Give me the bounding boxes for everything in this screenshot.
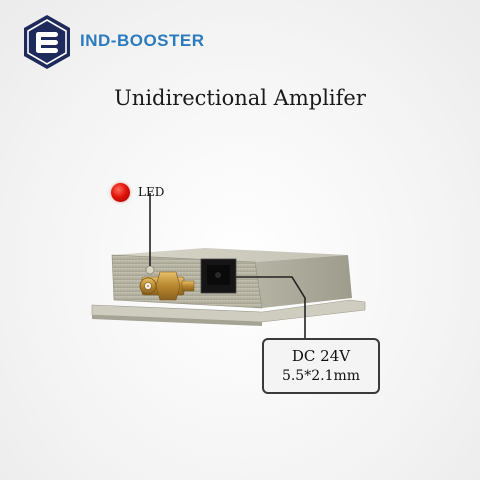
brand-name: IND-BOOSTER xyxy=(80,31,205,50)
power-jack-size-label: 5.5*2.1mm xyxy=(281,368,361,384)
product-title: Unidirectional Amplifer xyxy=(114,86,366,110)
power-voltage-label: DC 24V xyxy=(291,347,351,365)
led-label: LED xyxy=(138,185,165,199)
brand-logo-icon xyxy=(24,15,70,69)
power-spec-callout: DC 24V 5.5*2.1mm xyxy=(262,338,380,394)
led-indicator-icon xyxy=(111,183,130,202)
